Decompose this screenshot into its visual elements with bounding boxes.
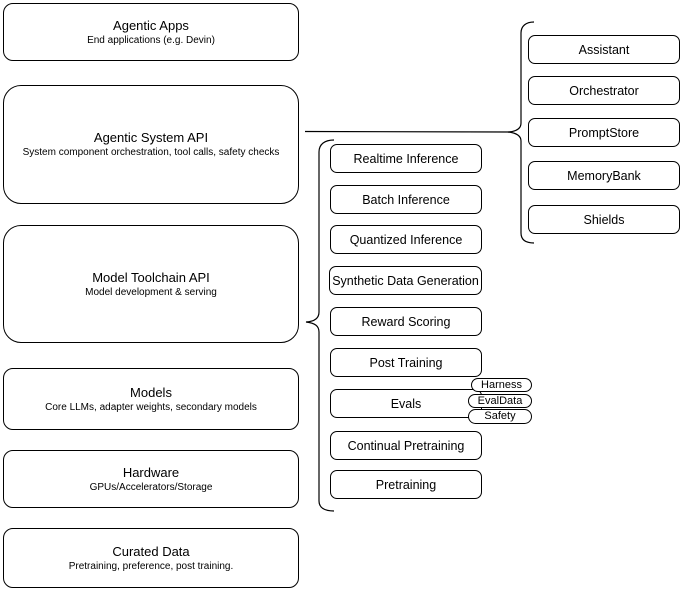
node-agentic-system-api: Agentic System API System component orch… [3,85,299,204]
node-hardware: Hardware GPUs/Accelerators/Storage [3,450,299,508]
node-label: Assistant [578,42,630,57]
node-label: Post Training [369,355,443,370]
node-evals: Evals [330,389,482,418]
node-continual-pretraining: Continual Pretraining [330,431,482,460]
node-label: MemoryBank [567,168,641,183]
node-title: Models [130,384,172,400]
node-curated-data: Curated Data Pretraining, preference, po… [3,528,299,588]
node-quantized-inference: Quantized Inference [330,225,482,254]
node-label: PromptStore [568,125,640,140]
node-pretraining: Pretraining [330,470,482,499]
node-model-toolchain-api: Model Toolchain API Model development & … [3,225,299,343]
node-memorybank: MemoryBank [528,161,680,190]
node-title: Curated Data [112,543,190,559]
node-agentic-apps: Agentic Apps End applications (e.g. Devi… [3,3,299,61]
node-label: Quantized Inference [349,232,463,247]
node-realtime-inference: Realtime Inference [330,144,482,173]
node-synthetic-data-generation: Synthetic Data Generation [329,266,482,295]
node-post-training: Post Training [330,348,482,377]
node-subtitle: Pretraining, preference, post training. [68,560,234,572]
node-label: Shields [583,212,625,227]
node-subtitle: Core LLMs, adapter weights, secondary mo… [45,401,257,413]
tag-evaldata: EvalData [468,394,532,408]
tag-safety: Safety [468,409,532,424]
node-title: Agentic Apps [113,17,189,33]
node-label: Synthetic Data Generation [332,273,479,288]
system-connector-line [304,130,510,133]
node-label: Reward Scoring [361,314,451,329]
node-subtitle: End applications (e.g. Devin) [87,34,215,46]
node-subtitle: System component orchestration, tool cal… [22,147,280,158]
node-label: Evals [390,396,422,411]
node-orchestrator: Orchestrator [528,76,680,105]
tag-label: EvalData [477,394,523,407]
tag-harness: Harness [471,378,532,392]
node-label: Realtime Inference [353,151,459,166]
tag-label: Safety [484,410,516,422]
node-shields: Shields [528,205,680,234]
node-label: Pretraining [375,477,437,492]
tag-label: Harness [481,378,522,391]
node-subtitle: Model development & serving [85,286,217,298]
node-title: Agentic System API [93,130,209,145]
node-batch-inference: Batch Inference [330,185,482,214]
node-models: Models Core LLMs, adapter weights, secon… [3,368,299,430]
node-promptstore: PromptStore [528,118,680,147]
node-label: Continual Pretraining [347,438,465,453]
node-title: Model Toolchain API [92,269,210,285]
node-label: Orchestrator [569,83,639,98]
node-label: Batch Inference [362,192,450,207]
node-reward-scoring: Reward Scoring [330,307,482,336]
node-assistant: Assistant [528,35,680,64]
node-subtitle: GPUs/Accelerators/Storage [89,481,213,493]
node-title: Hardware [122,464,180,480]
